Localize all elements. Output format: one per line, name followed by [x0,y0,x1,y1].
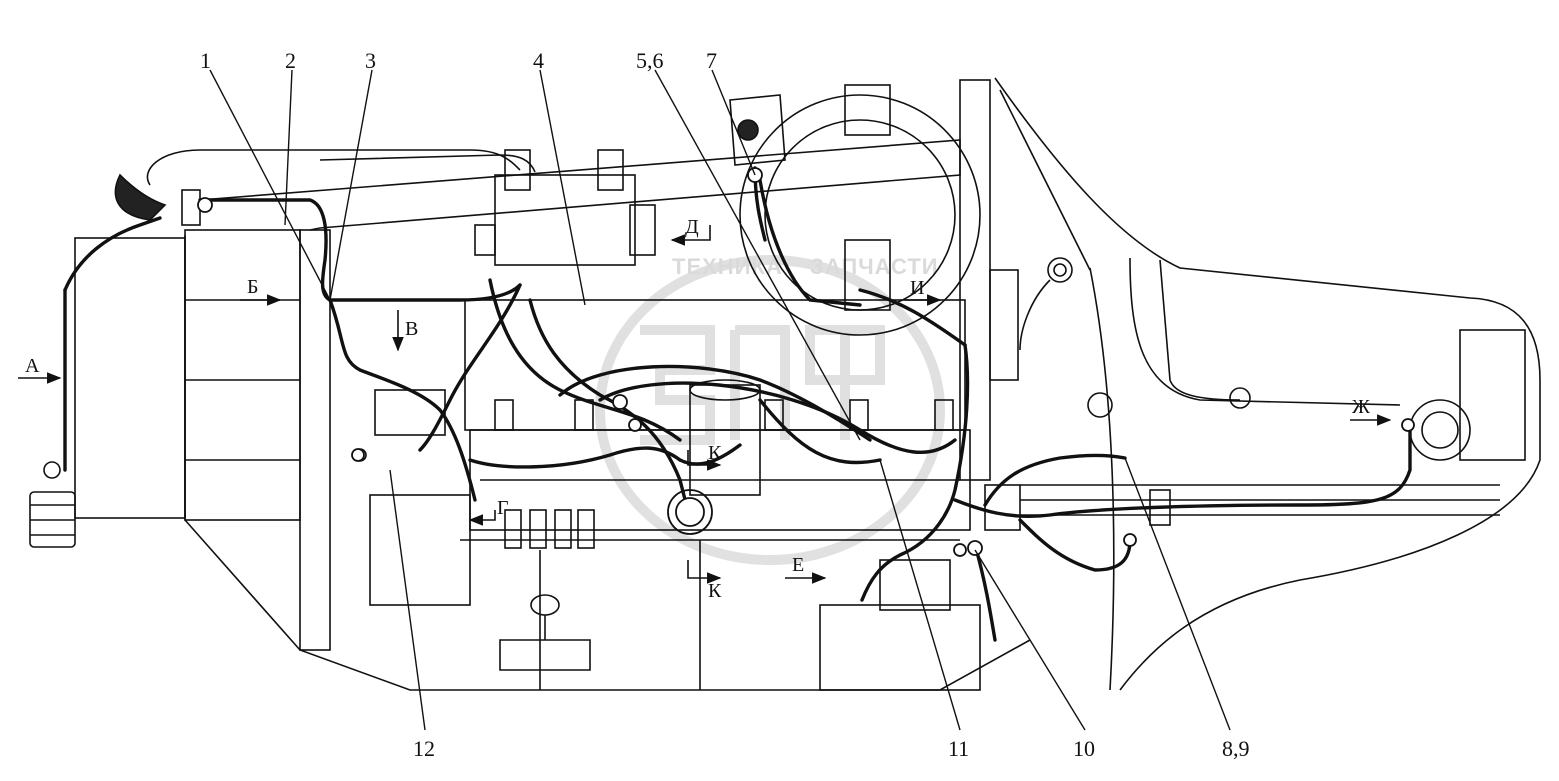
callout-8-9: 8,9 [1222,736,1250,761]
engine-block [460,299,971,690]
callout-3: 3 [365,48,376,73]
view-arrows [18,225,1392,584]
view-letters: А Б В Г Д Е Ж И К К [25,216,1370,602]
callout-1: 1 [200,48,211,73]
callouts: 1 2 3 4 5,6 7 8,9 10 11 12 [200,48,1250,761]
bottom-left-sensor [29,461,76,548]
air-filter [729,84,981,336]
view-letter-b: Б [247,276,258,298]
frame-post [959,79,1021,531]
view-letter-e: Е [792,554,804,576]
view-arrow-k1 [687,450,722,471]
view-arrow-d [670,225,711,246]
view-letter-i: И [910,277,924,299]
view-letter-d: Д [685,216,699,238]
brake-valve [499,594,591,671]
relay-block [474,149,656,266]
callout-11: 11 [948,736,969,761]
watermark-right-text: ЗАПЧАСТИ [810,254,939,279]
right-assembly [1020,257,1526,526]
view-arrow-g [468,510,496,526]
callout-12: 12 [413,736,435,761]
starter [819,559,981,691]
view-letter-a: А [25,355,40,377]
watermark: ТЕХНИКА ЗАПЧАСТИ [595,254,945,565]
generator [353,389,471,606]
callout-7: 7 [706,48,717,73]
watermark-left-text: ТЕХНИКА [672,254,783,279]
callout-5-6: 5,6 [636,48,664,73]
view-arrow-k2 [687,560,722,584]
view-letter-k1: К [708,442,722,464]
view-letter-zh: Ж [1352,396,1370,418]
callout-2: 2 [285,48,296,73]
view-letter-v: В [405,318,418,340]
harness-connectors [197,167,1415,557]
callout-10: 10 [1073,736,1095,761]
radiator [74,229,331,651]
view-letter-k2: К [708,580,722,602]
view-letter-g: Г [497,497,509,519]
callout-4: 4 [533,48,544,73]
right-connector [1019,257,1113,418]
leader-lines [209,69,1231,731]
air-pipe [199,139,961,231]
